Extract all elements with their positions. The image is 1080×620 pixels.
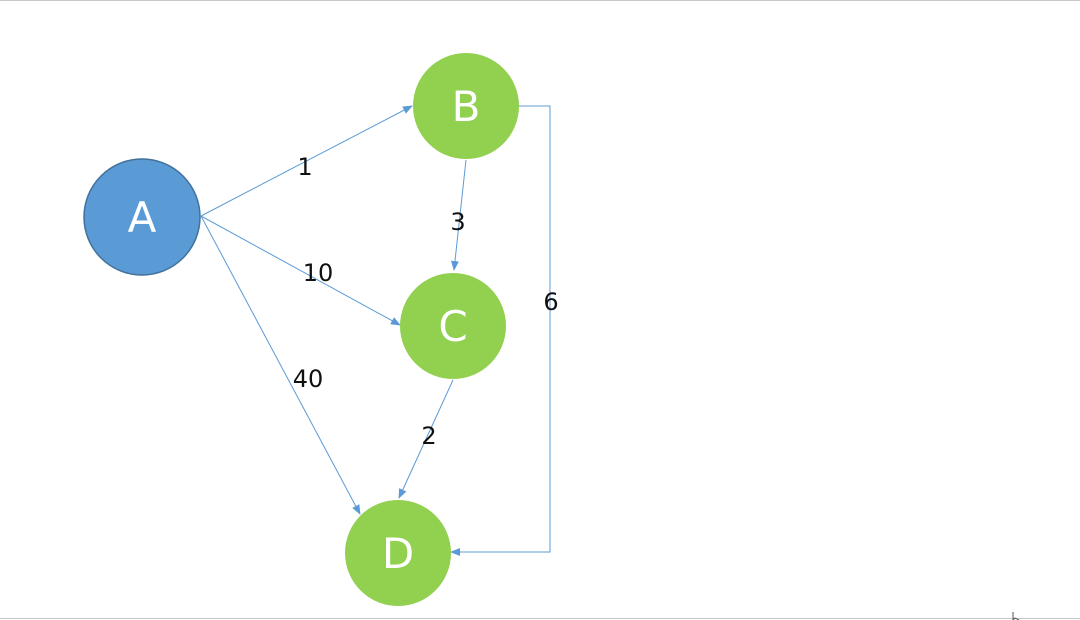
node-c: C	[400, 273, 506, 379]
mouse-cursor-icon	[1012, 612, 1020, 620]
edge-c-to-d	[398, 379, 454, 499]
node-c-circle	[400, 273, 506, 379]
node-b: B	[413, 53, 519, 159]
edge-weight-c-d: 2	[421, 422, 436, 450]
node-d: D	[345, 500, 451, 606]
edges	[200, 105, 551, 556]
edge-weight-a-b: 1	[297, 153, 312, 181]
node-d-label: D	[382, 529, 414, 578]
nodes: A B C D	[83, 53, 519, 606]
node-a: A	[83, 158, 201, 276]
node-a-label: A	[128, 193, 157, 242]
edge-weight-a-c: 10	[303, 259, 334, 287]
node-b-circle	[413, 53, 519, 159]
edge-b-to-c	[450, 159, 467, 271]
edge-weights: 1 10 40 3 2 6	[293, 153, 559, 450]
edge-a-to-d	[200, 215, 361, 515]
edge-weight-a-d: 40	[293, 365, 324, 393]
node-b-label: B	[452, 82, 481, 131]
edge-a-to-c	[200, 215, 401, 326]
node-a-circle	[83, 158, 201, 276]
edge-b-to-d	[450, 105, 551, 556]
edge-weight-b-c: 3	[450, 208, 465, 236]
edge-a-to-b	[200, 105, 413, 217]
edge-weight-b-d: 6	[543, 288, 558, 316]
node-c-label: C	[438, 302, 467, 351]
node-d-circle	[345, 500, 451, 606]
